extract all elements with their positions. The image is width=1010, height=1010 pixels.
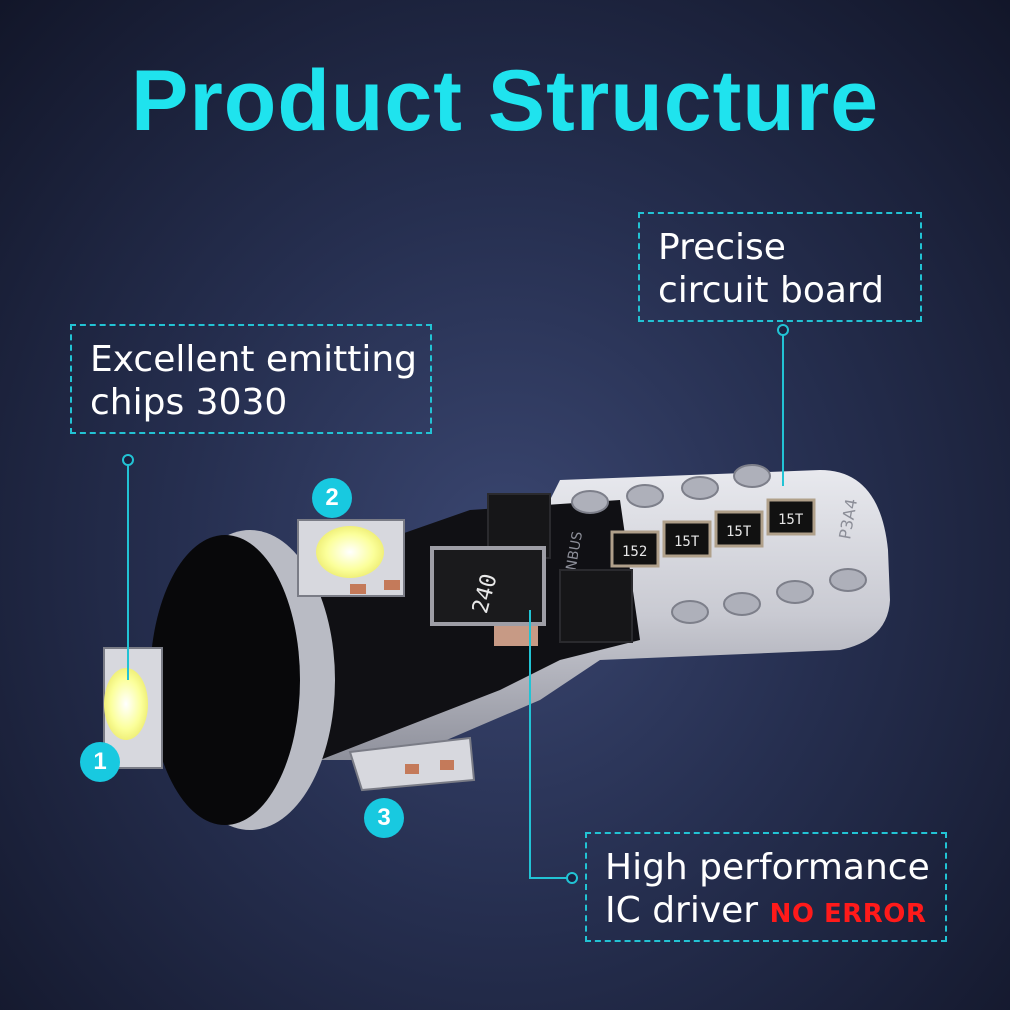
smd-resistor (662, 520, 712, 558)
led-chip-light (316, 526, 384, 578)
board-hole (829, 568, 867, 592)
board-hole (681, 476, 719, 500)
page-title: Product Structure (130, 53, 880, 149)
no-error-badge: NO ERROR (769, 899, 927, 929)
board-hole (723, 592, 761, 616)
board-hole (733, 464, 771, 488)
smd-marking: 15T (674, 534, 700, 550)
callout-ic-driver: High performance IC driver NO ERROR (585, 832, 947, 942)
leader-line-driver (529, 610, 572, 879)
smd-marking: 152 (622, 544, 647, 560)
board-hole (626, 484, 664, 508)
callout-text: circuit board (658, 270, 884, 311)
leader-dot-board (777, 324, 789, 336)
smd-resistor (610, 530, 660, 568)
callout-emitting-chips: Excellent emitting chips 3030 (70, 324, 432, 434)
number-badge-2: 2 (312, 478, 352, 518)
number-badge-3: 3 (364, 798, 404, 838)
callout-text: IC driver (605, 890, 759, 931)
callout-circuit-board: Precise circuit board (638, 212, 922, 322)
bulb-base-face (150, 535, 300, 825)
callout-text: High performance (605, 847, 930, 888)
callout-text: Excellent emitting (90, 339, 418, 380)
callout-text: Precise (658, 227, 786, 268)
number-badge-1: 1 (80, 742, 120, 782)
smd-marking: 15T (778, 512, 804, 528)
leader-dot-chips (122, 454, 134, 466)
smd-marking: 15T (726, 524, 752, 540)
main-resistor (430, 546, 546, 626)
smd-resistor (714, 510, 764, 548)
leader-dot-driver (566, 872, 578, 884)
board-hole (671, 600, 709, 624)
board-hole (571, 490, 609, 514)
callout-text: chips 3030 (90, 382, 288, 423)
smd-resistor (766, 498, 816, 536)
board-hole (776, 580, 814, 604)
ic-chip (559, 569, 633, 643)
led-chip-light (104, 668, 148, 740)
